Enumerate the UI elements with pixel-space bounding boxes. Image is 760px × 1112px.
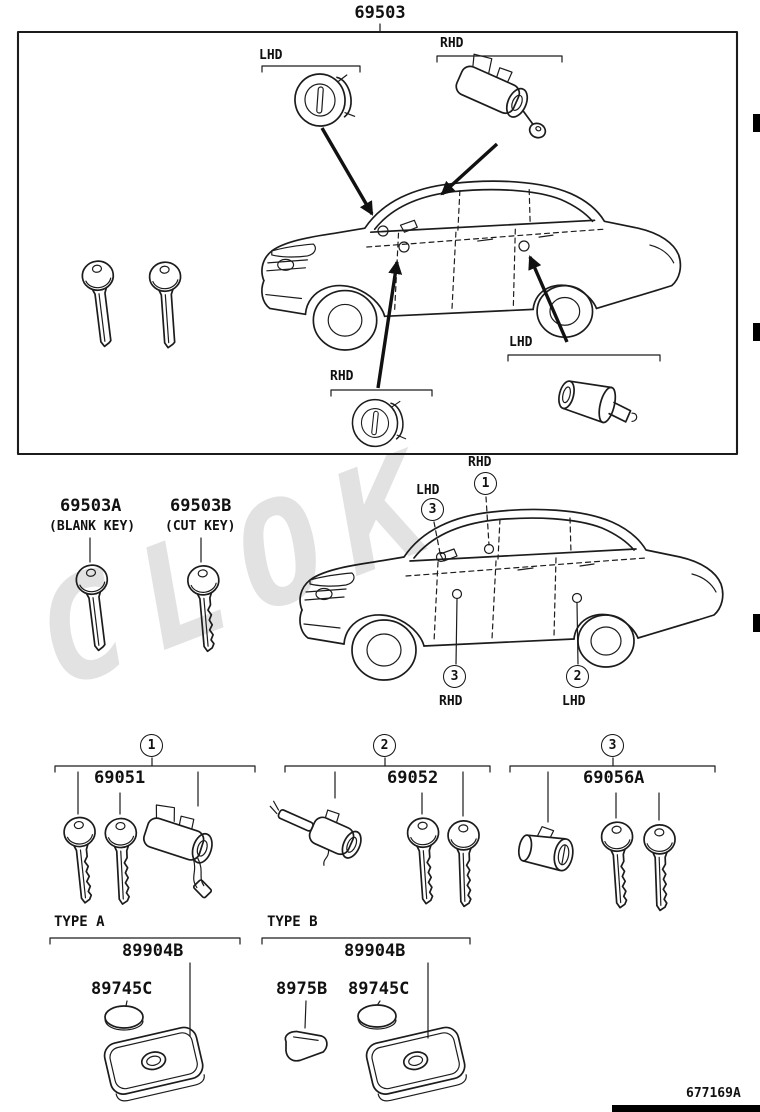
scan-artifact [753, 114, 760, 132]
type-a-fob-illustration [101, 1024, 208, 1105]
rhd-ignition-label: RHD [440, 36, 464, 51]
type-a-assembly-part-number: 89904B [122, 941, 184, 961]
blank-key-caption: (BLANK KEY) [49, 519, 136, 534]
assembly-part-number: 69503 [354, 3, 406, 23]
group3-part-number: 69056A [583, 768, 645, 788]
car2-rhd-top-label: RHD [468, 455, 492, 470]
scan-artifact [612, 1105, 760, 1112]
callout-leader-lines [433, 496, 579, 665]
cut-key-caption: (CUT KEY) [165, 519, 236, 534]
group1-keys [61, 815, 141, 906]
type-a-battery-part-number: 89745C [91, 979, 153, 999]
type-a-bracket [49, 937, 241, 1037]
type-b-fob-illustration [363, 1024, 470, 1105]
type-a-label: TYPE A [54, 914, 105, 930]
type-b-assembly-part-number: 89904B [344, 941, 406, 961]
rhd-lower-label: RHD [330, 369, 354, 384]
callout-3-bottom-badge: 3 [443, 665, 466, 688]
type-a-battery-illustration [104, 1005, 144, 1031]
ignition-cylinder-rhd-illustration [455, 53, 547, 139]
door-cylinder-lhd-illustration [558, 380, 638, 424]
car2-lhd-bottom-label: LHD [562, 694, 586, 709]
group1-part-number: 69051 [94, 768, 146, 788]
type-b-cover-illustration [284, 1030, 328, 1062]
car-outline-top [261, 180, 682, 351]
bracket-lhd-door [507, 354, 661, 362]
type-b-label: TYPE B [267, 914, 318, 930]
group3-number-badge: 3 [601, 734, 624, 757]
group2-keys [405, 816, 483, 908]
group2-part-number: 69052 [387, 768, 439, 788]
group3-lock-cylinder [517, 826, 574, 872]
type-b-battery-part-number: 89745C [348, 979, 410, 999]
ignition-cylinder-lhd-illustration [290, 68, 357, 131]
group3-keys [599, 820, 679, 912]
pointer-arrows [320, 127, 569, 389]
lhd-door-label: LHD [509, 335, 533, 350]
bracket-rhd-ignition [436, 55, 563, 63]
group2-number-badge: 2 [373, 734, 396, 757]
top-assembly-box [16, 23, 739, 456]
car2-rhd-bottom-label: RHD [439, 694, 463, 709]
group1-number-badge: 1 [140, 734, 163, 757]
group3-bracket [509, 757, 716, 823]
blank-key-part-number: 69503A [60, 496, 122, 516]
callout-2-badge: 2 [566, 665, 589, 688]
group2-bracket [284, 757, 491, 817]
car2-lhd-top-label: LHD [416, 483, 440, 498]
type-b-bracket [261, 937, 471, 1039]
bracket-rhd-lower [330, 389, 433, 397]
type-b-cover-part-number: 8975B [276, 979, 328, 999]
type-b-battery-illustration [357, 1004, 397, 1030]
group1-bracket [54, 757, 256, 815]
callout-1-badge: 1 [474, 472, 497, 495]
callout-3-top-badge: 3 [421, 498, 444, 521]
scan-artifact [753, 614, 760, 632]
lhd-ignition-label: LHD [259, 48, 283, 63]
group2-door-cylinder [269, 800, 362, 866]
bracket-lhd-ignition [261, 65, 361, 73]
scan-artifact [753, 323, 760, 341]
cut-key-part-number: 69503B [170, 496, 232, 516]
group1-ignition-assembly [142, 804, 213, 899]
document-number: 677169A [686, 1086, 741, 1101]
master-key-illustration [79, 258, 187, 350]
